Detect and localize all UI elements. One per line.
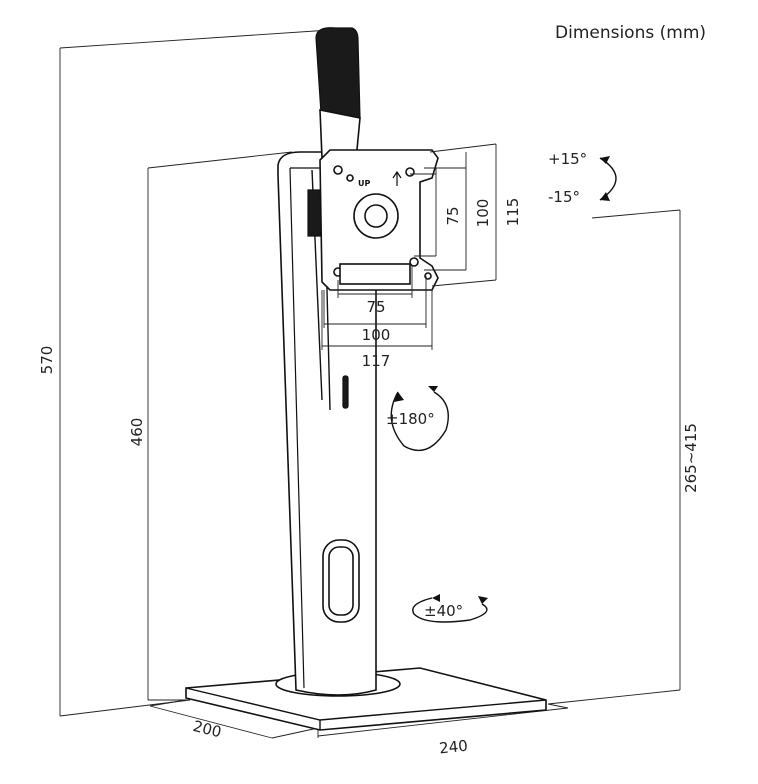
- mount-arm: [307, 27, 361, 411]
- vesa-plate: UP: [319, 149, 439, 291]
- overall-height-label: 570: [38, 346, 56, 375]
- rotation-label: ±180°: [386, 410, 435, 428]
- pole-height-label: 460: [128, 418, 146, 447]
- up-marker-label: UP: [358, 179, 370, 188]
- swivel-arrow-icon: [412, 594, 488, 623]
- tilt-down-label: -15°: [548, 188, 580, 206]
- vesa-height-plate-label: 115: [504, 198, 522, 227]
- tilt-arrow-icon: [599, 156, 617, 201]
- rotation-arrow-icon: [390, 386, 449, 452]
- dimension-guides: [59, 29, 681, 739]
- vesa-width-dims: [321, 266, 433, 350]
- vesa-height-inner-label: 75: [444, 206, 462, 225]
- vesa-height-dims: [410, 143, 497, 287]
- tilt-up-label: +15°: [548, 150, 587, 168]
- diagram-title: Dimensions (mm): [555, 23, 706, 43]
- adjust-range-label: 265~415: [682, 423, 700, 493]
- vesa-height-outer-label: 100: [474, 199, 492, 228]
- base-width-label: 240: [438, 737, 468, 758]
- base-depth-label: 200: [191, 717, 223, 741]
- swivel-label: ±40°: [424, 602, 463, 620]
- vesa-width-plate-label: 117: [362, 352, 391, 370]
- vesa-width-outer-label: 100: [362, 326, 391, 344]
- vesa-width-inner-label: 75: [366, 298, 385, 316]
